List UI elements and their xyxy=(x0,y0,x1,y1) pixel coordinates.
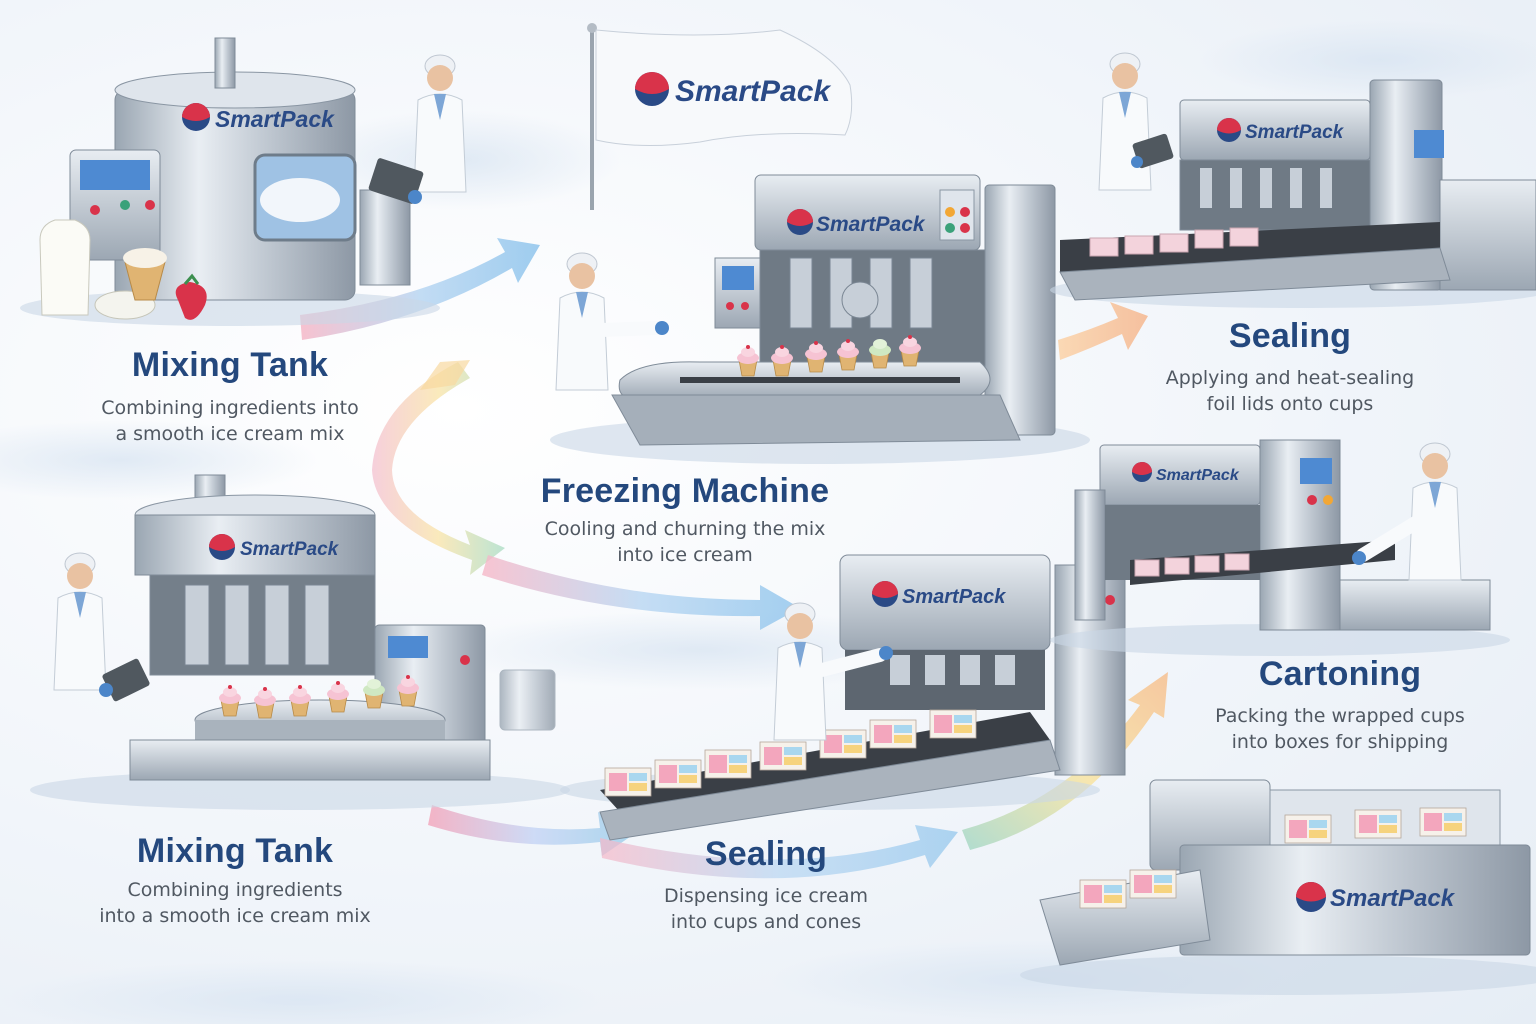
worker-sealing-bottom xyxy=(773,602,893,741)
stage-desc-mixing-tank-bottom: Combining ingredients into a smooth ice … xyxy=(50,877,420,929)
brand-text-sealing-bottom: SmartPack xyxy=(902,586,1006,608)
stage-desc-mixing-tank-top: Combining ingredients into a smooth ice … xyxy=(40,395,420,447)
stage-desc-sealing-bottom: Dispensing ice cream into cups and cones xyxy=(596,883,936,935)
machine-mixing-tank-top xyxy=(20,37,440,326)
stage-desc-line: Combining ingredients xyxy=(127,879,343,901)
arrow-freezing-to-sealing xyxy=(1058,302,1148,360)
brand-text-mixing-bottom: SmartPack xyxy=(240,539,340,560)
brand-text-mixing-top: SmartPack xyxy=(215,106,335,132)
arrow-up-to-cartoning xyxy=(962,672,1168,850)
arrow-loop-left xyxy=(372,362,505,575)
machine-freezing xyxy=(550,174,1090,464)
machine-cartoning-upper xyxy=(1050,439,1510,656)
stage-title-sealing-bottom: Sealing xyxy=(704,835,828,873)
worker-mixing-bottom xyxy=(53,552,150,702)
brand-text-freezing: SmartPack xyxy=(816,213,926,236)
worker-mixing-top xyxy=(368,54,467,204)
stage-title-cartoning: Cartoning xyxy=(1258,655,1422,693)
flow-arrows xyxy=(300,238,1168,879)
smartpack-flag xyxy=(587,23,853,210)
worker-sealing-top xyxy=(1098,52,1174,191)
stage-desc-line: Applying and heat-sealing xyxy=(1165,367,1415,389)
stage-desc-line: into boxes for shipping xyxy=(1231,731,1449,753)
machine-sealing-top xyxy=(1050,79,1536,308)
stage-desc-line: into cups and cones xyxy=(670,911,862,933)
machine-carton-packer xyxy=(1020,779,1536,995)
brand-text-cartoning: SmartPack xyxy=(1156,467,1240,484)
stage-title-mixing-tank-bottom: Mixing Tank xyxy=(136,832,334,870)
stage-title-sealing-top: Sealing xyxy=(1228,317,1352,355)
arrow-freezing-to-filling xyxy=(482,555,800,630)
worker-freezing xyxy=(555,252,669,391)
arrow-loop-left-up xyxy=(420,360,470,390)
worker-cartoning xyxy=(1352,442,1462,581)
logo-marks xyxy=(182,72,1326,912)
arrow-sealing-to-cartoning-low xyxy=(600,825,958,879)
stage-title-mixing-tank-top: Mixing Tank xyxy=(131,346,329,384)
stage-desc-line: Dispensing ice cream xyxy=(663,885,869,907)
stage-desc-line: into a smooth ice cream mix xyxy=(99,905,371,927)
brand-texts: SmartPack SmartPack SmartPack SmartPack … xyxy=(215,75,1456,912)
brand-text-flag: SmartPack xyxy=(675,75,831,108)
stage-desc-cartoning: Packing the wrapped cups into boxes for … xyxy=(1160,703,1520,755)
stage-title-freezing-machine: Freezing Machine xyxy=(540,472,830,510)
stage-desc-line: a smooth ice cream mix xyxy=(115,423,345,445)
brand-text-sealing-top: SmartPack xyxy=(1245,122,1345,143)
brand-text-packer: SmartPack xyxy=(1330,885,1456,912)
stage-desc-sealing-top: Applying and heat-sealing foil lids onto… xyxy=(1115,365,1465,417)
stage-desc-line: Cooling and churning the mix xyxy=(544,518,826,540)
stage-desc-line: foil lids onto cups xyxy=(1206,393,1374,415)
stage-desc-line: Combining ingredients into xyxy=(101,397,359,419)
arrow-bottom-mixing-to-sealing xyxy=(428,805,640,856)
stage-desc-line: Packing the wrapped cups xyxy=(1215,705,1465,727)
stage-desc-freezing-machine: Cooling and churning the mix into ice cr… xyxy=(500,516,870,568)
machine-mixing-tank-bottom xyxy=(30,474,570,810)
stage-desc-line: into ice cream xyxy=(617,544,753,566)
